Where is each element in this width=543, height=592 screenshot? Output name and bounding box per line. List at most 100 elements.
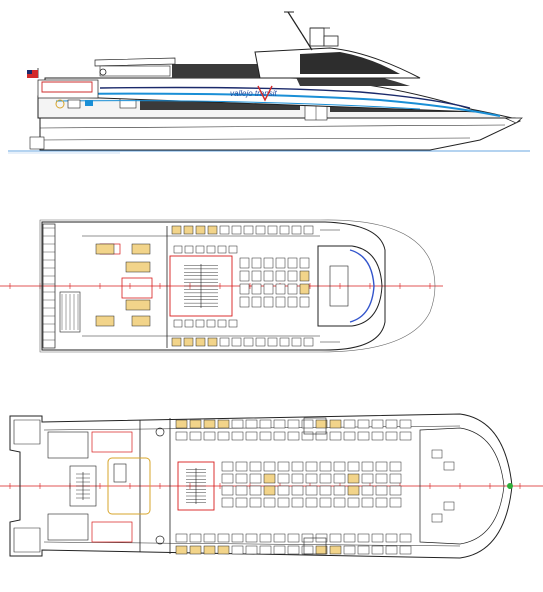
seat: [217, 533, 230, 543]
seat: [315, 545, 328, 555]
seat: [249, 497, 262, 508]
seat: [255, 337, 266, 347]
seat: [347, 485, 360, 496]
seat: [357, 533, 370, 543]
seat: [361, 461, 374, 472]
seat: [357, 431, 370, 441]
seat: [357, 419, 370, 429]
seat: [287, 533, 300, 543]
seat: [305, 473, 318, 484]
seat: [221, 485, 234, 496]
seat: [343, 431, 356, 441]
seat: [319, 485, 332, 496]
seat: [333, 473, 346, 484]
aft-deck: [37, 79, 99, 99]
seat: [301, 431, 314, 441]
seat: [189, 419, 202, 429]
seat: [375, 461, 388, 472]
seat: [267, 337, 278, 347]
seat: [303, 337, 314, 347]
seat: [217, 419, 230, 429]
seat: [228, 245, 238, 254]
seat: [131, 243, 151, 255]
seat: [203, 419, 216, 429]
seat: [291, 485, 304, 496]
seat: [259, 431, 272, 441]
seat: [275, 270, 286, 282]
seat: [389, 473, 402, 484]
seat: [221, 461, 234, 472]
seat: [319, 497, 332, 508]
hull-rudder: [29, 136, 45, 150]
seat: [131, 315, 151, 327]
seat: [235, 497, 248, 508]
seat: [275, 283, 286, 295]
seat: [287, 296, 298, 308]
seat: [399, 419, 412, 429]
seat: [301, 419, 314, 429]
seat: [385, 545, 398, 555]
upper-stairwell: [169, 255, 233, 317]
seat: [221, 473, 234, 484]
hull: [39, 117, 522, 151]
seat: [184, 319, 194, 328]
seat: [203, 431, 216, 441]
seat: [275, 257, 286, 269]
seat: [301, 545, 314, 555]
upper-deck-windows: [172, 64, 282, 78]
seat: [371, 545, 384, 555]
seat: [333, 485, 346, 496]
seat: [235, 485, 248, 496]
seat: [287, 257, 298, 269]
side-profile: vallejo transit: [8, 11, 530, 154]
seat: [245, 533, 258, 543]
seat: [361, 497, 374, 508]
seat: [259, 545, 272, 555]
seat: [203, 533, 216, 543]
main-deck-outline: [9, 413, 513, 559]
seat: [263, 257, 274, 269]
seat: [125, 299, 151, 311]
seat: [303, 225, 314, 235]
seat: [291, 337, 302, 347]
seat: [239, 270, 250, 282]
seat: [315, 431, 328, 441]
seat: [251, 257, 262, 269]
seat: [259, 533, 272, 543]
seat: [279, 225, 290, 235]
seat: [206, 245, 216, 254]
mast: [284, 11, 339, 51]
upper-deck-outline: [39, 219, 436, 353]
seat: [195, 319, 205, 328]
seat: [267, 225, 278, 235]
seat: [231, 225, 242, 235]
seat: [371, 419, 384, 429]
seat: [251, 283, 262, 295]
seat: [239, 283, 250, 295]
seat: [221, 497, 234, 508]
seat: [207, 225, 218, 235]
seat: [207, 337, 218, 347]
seat: [385, 431, 398, 441]
seat: [231, 533, 244, 543]
seat: [319, 461, 332, 472]
seat: [371, 533, 384, 543]
seat: [228, 319, 238, 328]
seat: [329, 431, 342, 441]
seat: [389, 461, 402, 472]
seat: [255, 225, 266, 235]
seat: [299, 257, 310, 269]
seat: [273, 545, 286, 555]
seat: [343, 419, 356, 429]
seat: [175, 431, 188, 441]
seat: [217, 545, 230, 555]
seat: [249, 461, 262, 472]
seat: [231, 337, 242, 347]
seat: [273, 533, 286, 543]
seat: [171, 225, 182, 235]
seat: [305, 497, 318, 508]
seat: [299, 283, 310, 295]
seat: [275, 296, 286, 308]
flag-icon: [27, 70, 38, 78]
seat: [319, 473, 332, 484]
